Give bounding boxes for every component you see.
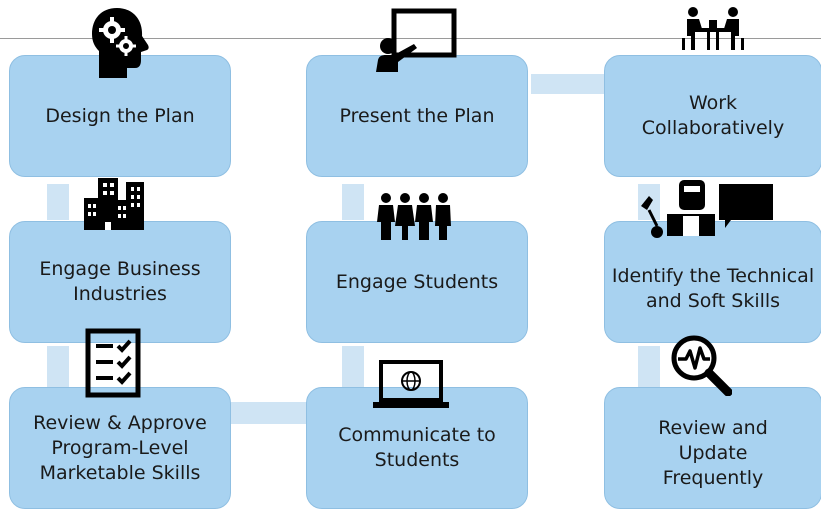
step-engage-business-industries: Engage Business Industries <box>9 221 231 343</box>
step-label: Communicate to Students <box>338 424 496 471</box>
connector-design-to-business <box>47 184 69 220</box>
laptop-globe-icon <box>371 360 451 410</box>
magnifier-pulse-icon <box>670 334 732 396</box>
step-label: Engage Business Industries <box>39 258 201 305</box>
head-gears-icon <box>89 6 153 82</box>
connector-business-to-review <box>47 346 69 392</box>
step-label: Design the Plan <box>45 104 195 127</box>
connector-present-to-students <box>342 184 364 220</box>
group-people-icon <box>377 192 451 242</box>
connector-identify-to-update <box>638 346 660 392</box>
step-review-approve-skills: Review & Approve Program-Level Marketabl… <box>9 387 231 509</box>
people-meeting-icon <box>681 6 745 52</box>
step-label: Work Collaboratively <box>641 92 785 139</box>
step-label: Engage Students <box>335 270 499 293</box>
connector-present-to-work <box>531 74 607 94</box>
checklist-icon <box>85 328 141 398</box>
step-engage-students: Engage Students <box>306 221 528 343</box>
step-label: Review & Approve Program-Level Marketabl… <box>33 411 207 484</box>
step-work-collaboratively: Work Collaboratively <box>604 55 821 177</box>
step-label: Review and Update Frequently <box>658 416 768 489</box>
buildings-icon <box>82 176 158 230</box>
step-label: Present the Plan <box>339 104 495 127</box>
step-label: Identify the Technical and Soft Skills <box>611 265 815 312</box>
presenter-board-icon <box>374 8 458 74</box>
step-identify-skills: Identify the Technical and Soft Skills <box>604 221 821 343</box>
connector-students-to-communicate <box>342 346 364 392</box>
connector-approve-to-communicate <box>231 402 309 424</box>
top-divider-line <box>0 38 821 39</box>
step-review-update-frequently: Review and Update Frequently <box>604 387 821 509</box>
welder-speech-icon <box>639 176 779 248</box>
